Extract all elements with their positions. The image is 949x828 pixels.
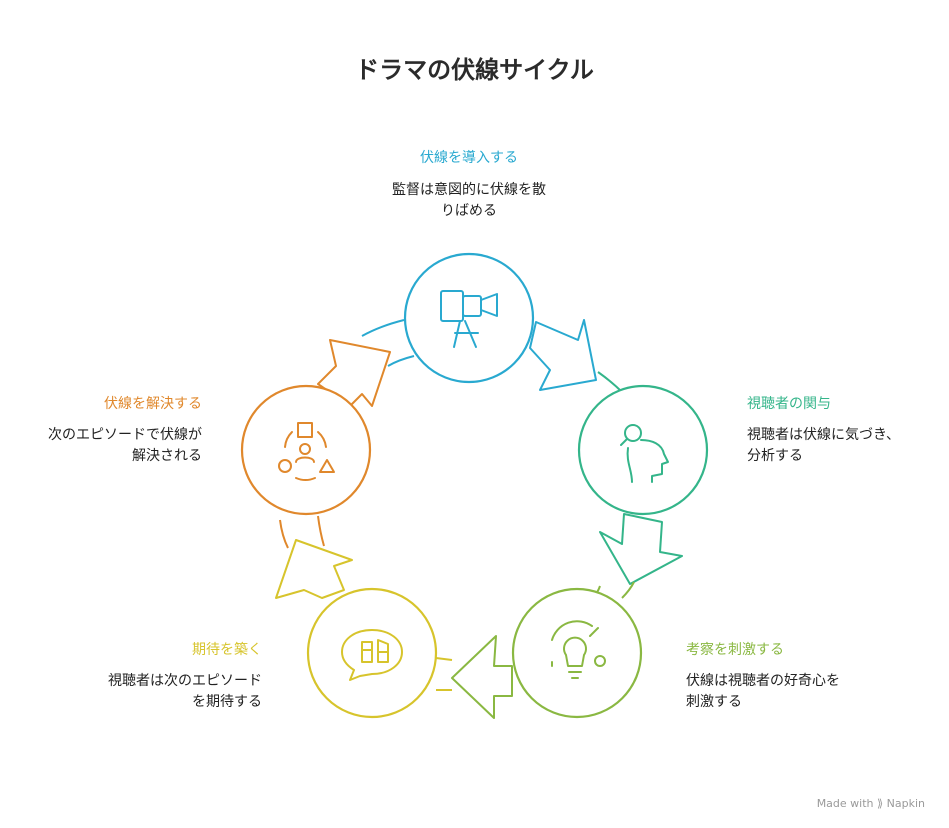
- arrow-introduce-to-engage: [529, 319, 597, 391]
- shapes-person-icon: [278, 422, 335, 481]
- stage-title-resolve: 伏線を解決する: [104, 396, 202, 412]
- head-magnifier-icon: [620, 424, 669, 483]
- ring-arc-4: [279, 515, 325, 549]
- page-title: ドラマの伏線サイクル: [355, 56, 594, 84]
- desc-line: 視聴者は伏線に気づき、: [747, 427, 901, 443]
- stage-title-expect: 期待を築く: [192, 642, 262, 658]
- arrow-engage-to-stimulate: [599, 513, 683, 585]
- desc-line: 刺激する: [686, 694, 742, 710]
- made-with-footer[interactable]: Made with ⟫ Napkin: [817, 797, 925, 810]
- napkin-logo-icon: ⟫: [877, 797, 884, 810]
- movie-camera-icon: [440, 290, 498, 348]
- desc-line: 監督は意図的に伏線を散: [392, 182, 546, 198]
- stage-title-introduce: 伏線を導入する: [420, 150, 518, 166]
- ring-arc-5: [361, 319, 415, 367]
- napkin-brand: Napkin: [886, 797, 925, 810]
- desc-line: 分析する: [747, 448, 803, 464]
- arrow-expect-to-resolve: [275, 539, 353, 599]
- stage-desc-resolve: 次のエピソードで伏線が 解決される: [2, 425, 202, 467]
- ring-arc-3: [435, 657, 453, 691]
- stage-desc-engage: 視聴者は伏線に気づき、 分析する: [747, 425, 937, 467]
- stage-title-stimulate: 考察を刺激する: [686, 642, 784, 658]
- desc-line: りばめる: [441, 203, 497, 219]
- stage-desc-introduce: 監督は意図的に伏線を散 りばめる: [369, 180, 569, 222]
- stage-circle-stimulate: [511, 587, 643, 719]
- stage-desc-stimulate: 伏線は視聴者の好奇心を 刺激する: [686, 671, 886, 713]
- desc-line: 次のエピソードで伏線が: [48, 427, 202, 443]
- desc-line: 伏線は視聴者の好奇心を: [686, 673, 840, 689]
- ring-arc-1: [597, 371, 623, 393]
- stage-circle-resolve: [240, 384, 372, 516]
- speech-bubble-icon: [341, 629, 403, 681]
- lightbulb-icon: [551, 620, 606, 679]
- desc-line: を期待する: [192, 694, 262, 710]
- made-with-label: Made with: [816, 797, 874, 810]
- desc-line: 視聴者は次のエピソード: [108, 673, 262, 689]
- stage-circle-introduce: [403, 252, 535, 384]
- desc-line: 解決される: [132, 448, 202, 464]
- stage-desc-expect: 視聴者は次のエピソード を期待する: [62, 671, 262, 713]
- arrow-stimulate-to-expect: [451, 635, 513, 719]
- stage-title-engage: 視聴者の関与: [747, 396, 831, 412]
- stage-circle-engage: [577, 384, 709, 516]
